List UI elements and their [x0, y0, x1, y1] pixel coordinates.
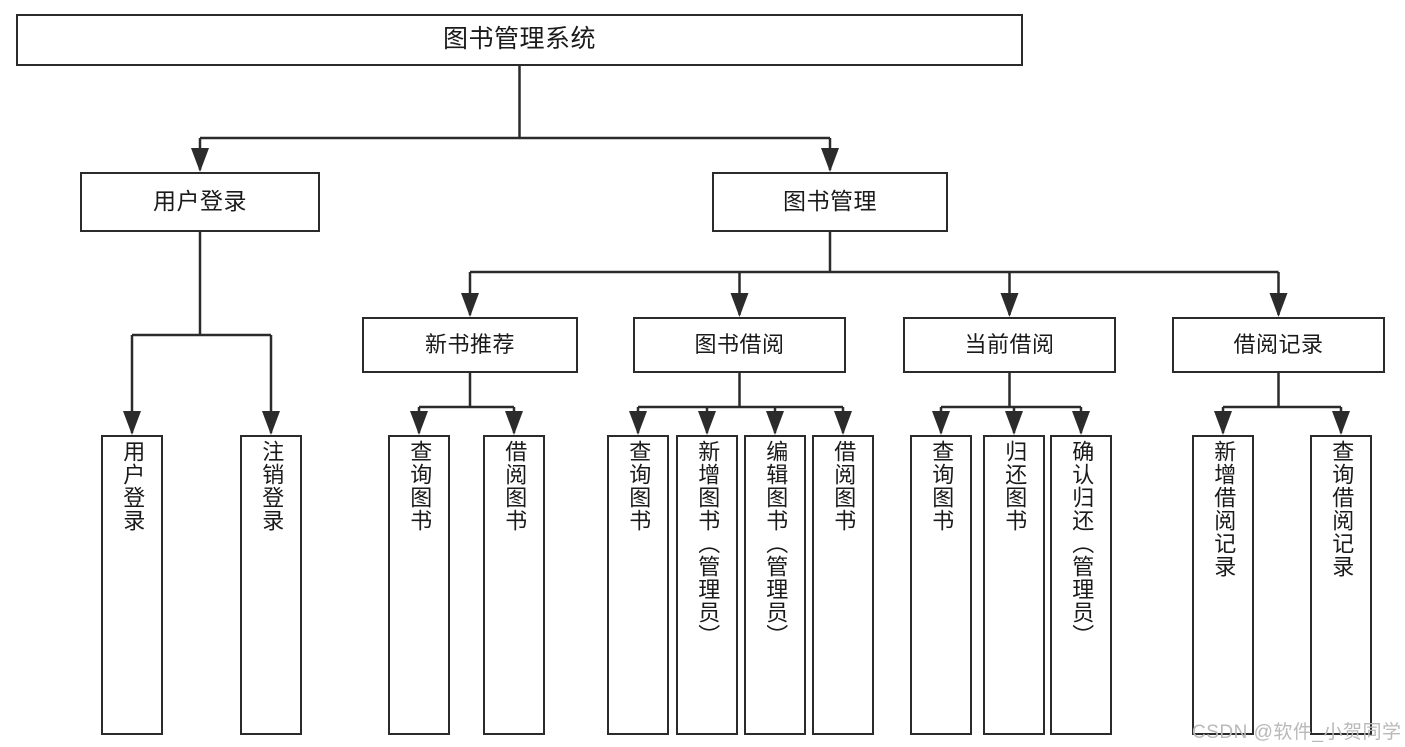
- node-label: 注销登录: [259, 440, 285, 532]
- arrow-head-leaf_logout: [262, 411, 280, 435]
- node-label: 用户登录: [153, 188, 247, 215]
- arrow-head-login: [191, 148, 209, 172]
- node-leaf_b2[interactable]: 借阅图书: [812, 435, 874, 735]
- node-label: 借阅记录: [1233, 332, 1324, 358]
- arrow-head-leaf_b2: [834, 411, 852, 435]
- node-label: 新增图书（管理员）: [695, 440, 721, 647]
- node-leaf_logout[interactable]: 注销登录: [240, 435, 302, 735]
- arrow-head-leaf_q2: [629, 411, 647, 435]
- node-newbook[interactable]: 新书推荐: [362, 317, 578, 373]
- node-bookmgmt[interactable]: 图书管理: [712, 172, 948, 232]
- node-leaf_add[interactable]: 新增图书（管理员）: [676, 435, 738, 735]
- node-borrow[interactable]: 图书借阅: [633, 317, 846, 373]
- node-leaf_q1[interactable]: 查询图书: [388, 435, 450, 735]
- node-leaf_edit[interactable]: 编辑图书（管理员）: [744, 435, 806, 735]
- node-leaf_q3[interactable]: 查询图书: [910, 435, 972, 735]
- node-label: 图书管理系统: [442, 25, 596, 54]
- arrow-head-bookmgmt: [821, 148, 839, 172]
- arrow-head-newbook: [461, 293, 479, 317]
- arrow-head-leaf_login: [123, 411, 141, 435]
- arrow-head-leaf_q3: [932, 411, 950, 435]
- node-current[interactable]: 当前借阅: [903, 317, 1116, 373]
- node-label: 用户登录: [120, 440, 146, 532]
- node-label: 新增借阅记录: [1211, 440, 1237, 578]
- node-leaf_q2[interactable]: 查询图书: [607, 435, 669, 735]
- arrow-head-leaf_b1: [505, 411, 523, 435]
- node-label: 查询图书: [626, 440, 652, 532]
- node-label: 编辑图书（管理员）: [763, 440, 789, 647]
- arrow-head-leaf_conf: [1072, 411, 1090, 435]
- node-label: 归还图书: [1002, 440, 1028, 532]
- arrow-head-borrow: [730, 293, 749, 317]
- node-root[interactable]: 图书管理系统: [16, 14, 1023, 66]
- arrow-head-leaf_add: [698, 411, 716, 435]
- arrow-head-leaf_edit: [766, 411, 784, 435]
- arrow-head-current: [1000, 293, 1019, 317]
- node-login[interactable]: 用户登录: [80, 172, 320, 232]
- csdn-watermark: CSDN @软件_小贺同学: [1192, 722, 1402, 743]
- node-leaf_addrec[interactable]: 新增借阅记录: [1192, 435, 1254, 735]
- node-leaf_b1[interactable]: 借阅图书: [483, 435, 545, 735]
- node-label: 借阅图书: [831, 440, 857, 532]
- node-label: 借阅图书: [502, 440, 528, 532]
- arrow-head-leaf_q1: [410, 411, 428, 435]
- node-label: 图书借阅: [694, 332, 785, 358]
- arrow-head-leaf_qrec: [1332, 411, 1350, 435]
- node-label: 新书推荐: [424, 332, 515, 358]
- node-leaf_login[interactable]: 用户登录: [101, 435, 163, 735]
- node-label: 当前借阅: [964, 332, 1055, 358]
- node-label: 查询图书: [929, 440, 955, 532]
- node-label: 查询图书: [407, 440, 433, 532]
- node-records[interactable]: 借阅记录: [1172, 317, 1385, 373]
- arrow-head-records: [1269, 293, 1288, 317]
- arrow-head-leaf_addrec: [1214, 411, 1232, 435]
- node-leaf_ret[interactable]: 归还图书: [983, 435, 1045, 735]
- node-label: 图书管理: [783, 188, 877, 215]
- node-label: 查询借阅记录: [1329, 440, 1355, 578]
- node-label: 确认归还（管理员）: [1069, 440, 1095, 647]
- node-leaf_conf[interactable]: 确认归还（管理员）: [1050, 435, 1112, 735]
- node-leaf_qrec[interactable]: 查询借阅记录: [1310, 435, 1372, 735]
- arrow-head-leaf_ret: [1005, 411, 1023, 435]
